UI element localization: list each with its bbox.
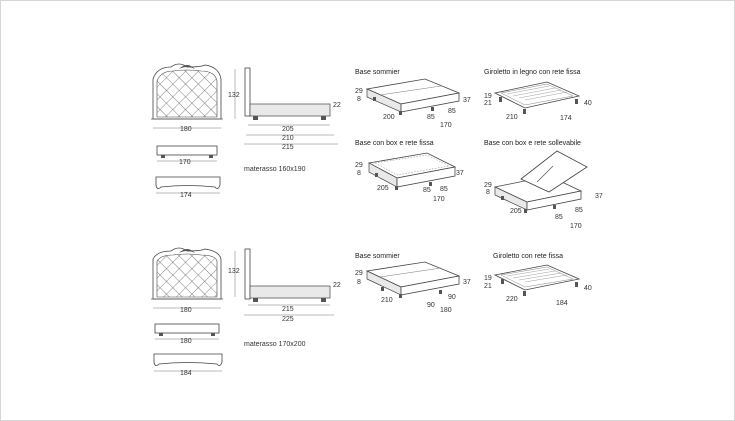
dim-length-1b: 210 <box>282 135 294 142</box>
base-front-view-1 <box>156 145 218 158</box>
sommier-length-2: 210 <box>381 297 393 304</box>
mattress-label-1: materasso 160x190 <box>244 166 306 173</box>
box-h2-1: 8 <box>357 170 361 177</box>
base-front-view-2 <box>154 323 220 336</box>
dim-headboard-width-2: 180 <box>180 307 192 314</box>
box-total-1: 170 <box>433 196 445 203</box>
bed-side-view-1: 132 22 205 210 215 <box>228 67 341 151</box>
sollevabile-w1-1: 85 <box>555 214 563 221</box>
foot-front-view-2 <box>153 353 223 366</box>
giroletto-h2-1: 21 <box>484 100 492 107</box>
sommier-h1-2: 29 <box>355 270 363 277</box>
sollevabile-diagram-1: Base con box e rete sollevabile 29 8 37 … <box>484 140 603 230</box>
giroletto-h3-1: 40 <box>584 100 592 107</box>
sommier-diagram-2: Base sommier 29 8 37 210 90 90 180 <box>355 253 471 314</box>
dim-height-1: 132 <box>228 92 240 99</box>
dim-height-2: 132 <box>228 268 240 275</box>
giroletto-title-1: Giroletto in legno con rete fissa <box>484 69 581 76</box>
box-h1-1: 29 <box>355 162 363 169</box>
dim-length-1a: 205 <box>282 126 294 133</box>
sommier-h3-1: 37 <box>463 97 471 104</box>
sommier-h2-1: 8 <box>357 96 361 103</box>
section-2: 180 180 184 132 22 215 225 materasso 170… <box>151 247 592 377</box>
giroletto-width-1: 174 <box>560 115 572 122</box>
box-w2-1: 85 <box>440 186 448 193</box>
box-length-1: 205 <box>377 185 389 192</box>
sommier-w2-1: 85 <box>448 108 456 115</box>
foot-front-view-1 <box>155 176 221 189</box>
giroletto-h1-2: 19 <box>484 275 492 282</box>
sommier-length-1: 200 <box>383 114 395 121</box>
sollevabile-h2-1: 8 <box>486 189 490 196</box>
giroletto-length-1: 210 <box>506 114 518 121</box>
sollevabile-h1-1: 29 <box>484 182 492 189</box>
sommier-w2-2: 90 <box>448 294 456 301</box>
dim-length-2a: 215 <box>282 306 294 313</box>
sollevabile-total-1: 170 <box>570 223 582 230</box>
sommier-title-2: Base sommier <box>355 253 400 260</box>
dim-headboard-width-1: 180 <box>180 126 192 133</box>
dim-foot-width-1: 174 <box>180 192 192 199</box>
giroletto-h3-2: 40 <box>584 285 592 292</box>
dim-length-1c: 215 <box>282 144 294 151</box>
dim-side-height-1: 22 <box>333 102 341 109</box>
sommier-h3-2: 37 <box>463 279 471 286</box>
sommier-w1-2: 90 <box>427 302 435 309</box>
headboard-front-view-1 <box>151 63 223 120</box>
mattress-label-2: materasso 170x200 <box>244 341 306 348</box>
dim-length-2b: 225 <box>282 316 294 323</box>
box-diagram-1: Base con box e rete fissa 29 8 37 205 85… <box>355 140 464 203</box>
box-title-1: Base con box e rete fissa <box>355 140 434 147</box>
section-1: 180 170 174 132 22 205 210 215 <box>151 63 603 230</box>
sommier-total-2: 180 <box>440 307 452 314</box>
giroletto-h2-2: 21 <box>484 283 492 290</box>
bed-side-view-2: 132 22 215 225 <box>228 248 341 323</box>
dim-side-height-2: 22 <box>333 282 341 289</box>
sommier-w1-1: 85 <box>427 114 435 121</box>
sommier-diagram-1: Base sommier 29 8 37 200 85 85 170 <box>355 69 471 129</box>
sollevabile-w2-1: 85 <box>575 207 583 214</box>
box-w1-1: 85 <box>423 187 431 194</box>
dim-foot-width-2: 184 <box>180 370 192 377</box>
dim-base-width-1: 170 <box>179 159 191 166</box>
sommier-h1-1: 29 <box>355 88 363 95</box>
giroletto-h1-1: 19 <box>484 93 492 100</box>
giroletto-length-2: 220 <box>506 296 518 303</box>
giroletto-diagram-2: Giroletto con rete fissa 19 21 40 220 18… <box>484 253 592 307</box>
box-h3-1: 37 <box>456 170 464 177</box>
sollevabile-title-1: Base con box e rete sollevabile <box>484 140 581 147</box>
headboard-front-view-2 <box>151 247 223 300</box>
sommier-h2-2: 8 <box>357 279 361 286</box>
sollevabile-h3-1: 37 <box>595 193 603 200</box>
sommier-title-1: Base sommier <box>355 69 400 76</box>
giroletto-diagram-1: Giroletto in legno con rete fissa 19 21 … <box>484 69 592 122</box>
sollevabile-length-1: 205 <box>510 208 522 215</box>
giroletto-width-2: 184 <box>556 300 568 307</box>
sommier-total-1: 170 <box>440 122 452 129</box>
giroletto-title-2: Giroletto con rete fissa <box>493 253 563 260</box>
dim-base-width-2: 180 <box>180 338 192 345</box>
